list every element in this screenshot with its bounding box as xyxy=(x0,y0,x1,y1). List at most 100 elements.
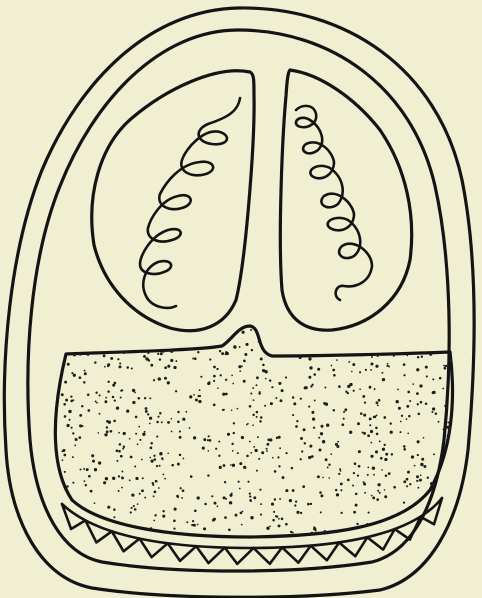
stipple-dot xyxy=(387,363,389,365)
stipple-dot xyxy=(344,408,347,411)
stipple-dot xyxy=(408,415,411,418)
stipple-dot xyxy=(385,453,388,456)
stipple-dot xyxy=(150,447,153,450)
stipple-dot xyxy=(363,432,366,435)
stipple-dot xyxy=(310,385,312,387)
stipple-dot xyxy=(253,496,256,499)
stipple-dot xyxy=(371,495,373,497)
stipple-dot xyxy=(262,364,265,367)
stipple-dot xyxy=(145,410,148,413)
stipple-dot xyxy=(73,374,76,377)
stipple-dot xyxy=(367,474,369,476)
stipple-dot xyxy=(417,440,420,443)
stipple-dot xyxy=(95,400,97,402)
stipple-dot xyxy=(250,329,252,331)
stipple-dot xyxy=(126,366,129,369)
stipple-dot xyxy=(377,490,379,492)
stipple-dot xyxy=(156,421,159,424)
stipple-dot xyxy=(292,414,294,416)
stipple-dot xyxy=(125,351,127,353)
stipple-dot xyxy=(390,431,393,434)
stipple-dot xyxy=(370,369,372,371)
stipple-dot xyxy=(376,401,379,404)
stipple-dot xyxy=(319,491,322,494)
stipple-dot xyxy=(407,432,409,434)
stipple-dot xyxy=(269,438,272,441)
stipple-dot xyxy=(444,404,447,407)
stipple-dot xyxy=(382,448,385,451)
stipple-dot xyxy=(358,465,361,468)
stipple-dot xyxy=(231,374,233,376)
stipple-dot xyxy=(312,417,315,420)
stipple-dot xyxy=(393,355,395,357)
stipple-dot xyxy=(260,514,262,516)
stipple-dot xyxy=(303,428,306,431)
stipple-dot xyxy=(259,420,262,423)
stipple-dot xyxy=(423,465,426,468)
stipple-dot xyxy=(245,343,248,346)
stipple-dot xyxy=(377,355,379,357)
stipple-dot xyxy=(167,365,170,368)
stipple-dot xyxy=(159,452,162,455)
stipple-dot xyxy=(442,388,444,390)
stipple-dot xyxy=(118,432,120,434)
stipple-dot xyxy=(153,495,155,497)
stipple-dot xyxy=(233,345,236,348)
stipple-dot xyxy=(409,400,411,402)
stipple-dot xyxy=(213,366,216,369)
stipple-dot xyxy=(164,478,166,480)
stipple-dot xyxy=(224,481,226,483)
stipple-dot xyxy=(414,465,416,467)
stipple-dot xyxy=(385,474,387,476)
stipple-dot xyxy=(192,520,194,522)
stipple-dot xyxy=(222,393,225,396)
stipple-dot xyxy=(83,480,85,482)
stipple-dot xyxy=(83,468,85,470)
stipple-dot xyxy=(193,436,196,439)
stipple-dot xyxy=(301,450,303,452)
left-coiled-filament-icon xyxy=(140,98,240,308)
stipple-dot xyxy=(416,475,419,478)
stipple-dot xyxy=(320,432,323,435)
stipple-dot xyxy=(105,397,107,399)
stipple-dot xyxy=(252,414,254,416)
stipple-dot xyxy=(276,437,279,440)
stipple-dot xyxy=(314,400,316,402)
stipple-dot xyxy=(432,378,434,380)
stipple-dot xyxy=(446,426,449,429)
stipple-dot xyxy=(411,455,414,458)
stipple-dot xyxy=(376,433,379,436)
stipple-dot xyxy=(129,479,131,481)
stipple-dot xyxy=(244,353,247,356)
stipple-dot xyxy=(407,391,410,394)
stipple-dot xyxy=(370,362,373,365)
stipple-dot xyxy=(249,441,251,443)
stipple-dot xyxy=(233,422,235,424)
stipple-dot xyxy=(417,487,419,489)
stipple-dot xyxy=(193,394,195,396)
stipple-dot xyxy=(353,472,355,474)
stipple-dot xyxy=(126,410,129,413)
stipple-dot xyxy=(366,523,368,525)
stipple-dot xyxy=(367,434,370,437)
stipple-dot xyxy=(150,364,153,367)
stipple-dot xyxy=(278,465,280,467)
stipple-dot xyxy=(138,397,141,400)
stipple-dot xyxy=(295,425,298,428)
stipple-dot xyxy=(238,365,241,368)
stipple-dot xyxy=(113,420,116,423)
stipple-dot xyxy=(65,399,68,402)
stipple-dot xyxy=(130,456,133,459)
stipple-dot xyxy=(379,440,381,442)
stipple-dot xyxy=(197,524,199,526)
stipple-dot xyxy=(112,477,115,480)
stipple-dot xyxy=(63,403,66,406)
stipple-dot xyxy=(305,386,308,389)
stipple-dot xyxy=(208,435,210,437)
stipple-dot xyxy=(260,503,262,505)
stipple-dot xyxy=(354,462,357,465)
stipple-dot xyxy=(68,410,71,413)
stipple-dot xyxy=(308,406,310,408)
stipple-dot xyxy=(369,386,372,389)
stipple-dot xyxy=(425,402,428,405)
